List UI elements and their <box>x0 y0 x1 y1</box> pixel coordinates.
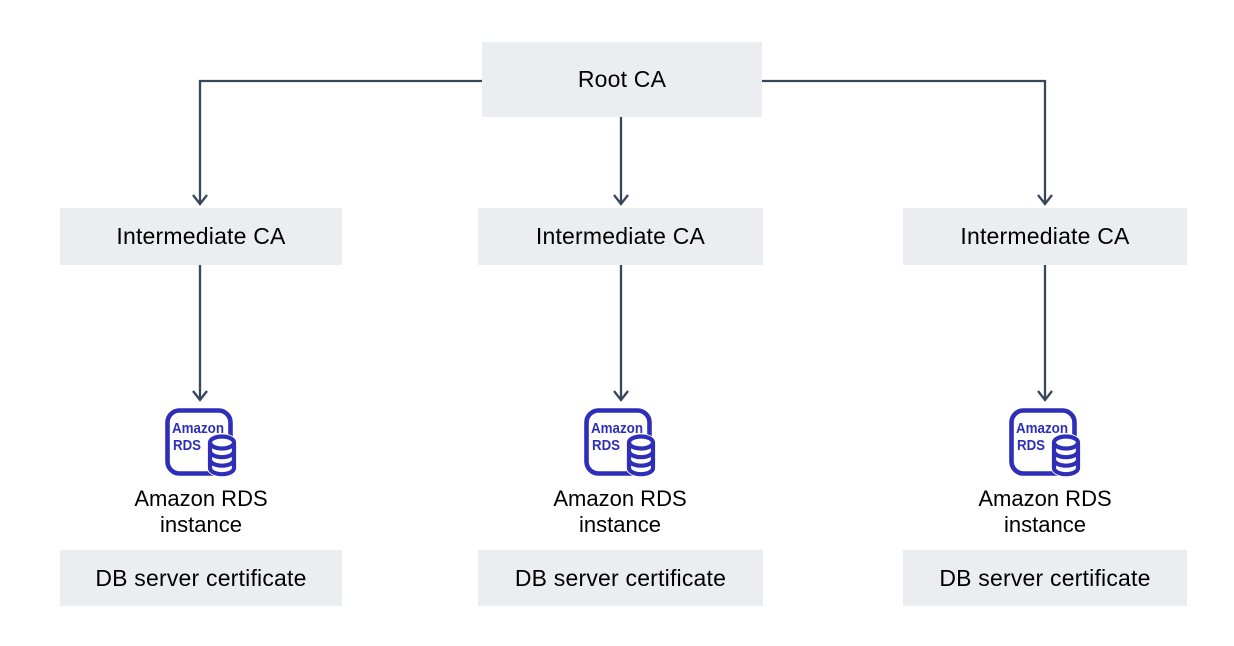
rds-instance-label-line2: instance <box>579 512 661 537</box>
db-server-certificate-node-3: DB server certificate <box>903 550 1187 606</box>
root-ca-node: Root CA <box>482 42 762 117</box>
rds-instance-label: Amazon RDS instance <box>510 486 730 538</box>
database-cylinder-icon <box>626 433 656 478</box>
db-server-certificate-node-1: DB server certificate <box>60 550 342 606</box>
amazon-rds-icon: Amazon RDS <box>1009 408 1081 478</box>
rds-icon-text-rds: RDS <box>592 437 620 454</box>
rds-instance-label-line2: instance <box>160 512 242 537</box>
rds-instance-label: Amazon RDS instance <box>91 486 311 538</box>
db-server-certificate-node-2: DB server certificate <box>478 550 763 606</box>
database-cylinder-icon <box>1051 433 1081 478</box>
database-cylinder-icon <box>207 433 237 478</box>
root-ca-label: Root CA <box>577 66 667 92</box>
db-server-certificate-label: DB server certificate <box>939 564 1151 591</box>
rds-icon-text-amazon: Amazon <box>172 420 224 437</box>
connector-root-to-right-intermediate <box>762 79 1053 206</box>
rds-instance-label-line1: Amazon RDS <box>553 486 687 511</box>
amazon-rds-icon: Amazon RDS <box>584 408 656 478</box>
amazon-rds-icon: Amazon RDS <box>165 408 237 478</box>
rds-icon-text-rds: RDS <box>1017 437 1045 454</box>
connector-root-to-left-intermediate <box>192 79 482 206</box>
rds-instance-label-line1: Amazon RDS <box>978 486 1112 511</box>
rds-icon-text-amazon: Amazon <box>1016 420 1068 437</box>
intermediate-ca-node-3: Intermediate CA <box>903 208 1187 265</box>
rds-icon-text-rds: RDS <box>173 437 201 454</box>
intermediate-ca-label: Intermediate CA <box>960 223 1130 249</box>
rds-instance-label: Amazon RDS instance <box>935 486 1155 538</box>
intermediate-ca-label: Intermediate CA <box>535 223 706 249</box>
intermediate-ca-label: Intermediate CA <box>116 223 286 249</box>
rds-instance-label-line1: Amazon RDS <box>134 486 268 511</box>
db-server-certificate-label: DB server certificate <box>514 564 727 591</box>
rds-icon-text-amazon: Amazon <box>591 420 643 437</box>
intermediate-ca-node-2: Intermediate CA <box>478 208 763 265</box>
db-server-certificate-label: DB server certificate <box>95 564 307 591</box>
intermediate-ca-node-1: Intermediate CA <box>60 208 342 265</box>
rds-instance-label-line2: instance <box>1004 512 1086 537</box>
